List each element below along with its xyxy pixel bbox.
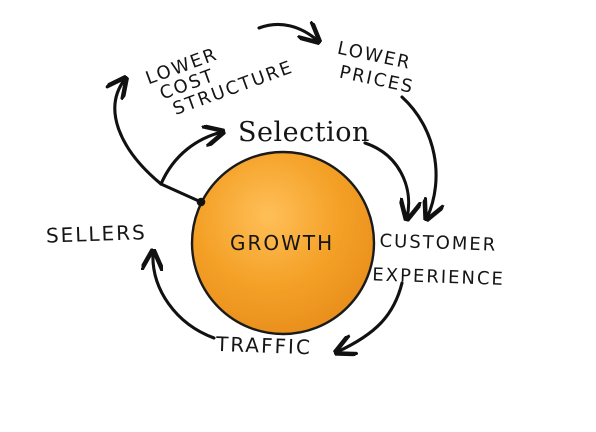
growth-label: GROWTH (230, 231, 334, 255)
sellers-label: SELLERS (46, 220, 148, 248)
arrow-sellers-to-lower-cost (115, 79, 163, 186)
selection-label: Selection (238, 117, 370, 148)
growth-circle (190, 150, 376, 336)
lower-prices-label: LOWER PRICES (331, 38, 421, 98)
lower-cost-structure-label: LOWER COST STRUCTURE (143, 21, 296, 125)
arrow-selection-to-customer-experience (363, 141, 409, 218)
connector-dot (196, 197, 206, 207)
arrow-lower-cost-to-lower-prices (257, 24, 318, 41)
arrow-lower-prices-to-customer-experience (400, 95, 436, 218)
traffic-label: TRAFFIC (215, 332, 313, 359)
arrow-traffic-to-sellers (153, 252, 216, 340)
customer-experience-label: CUSTOMER EXPERIENCE (372, 230, 506, 290)
arrow-sellers-to-selection (159, 132, 222, 186)
connector-sellers-to-growth (159, 182, 203, 204)
arrow-customer-experience-to-traffic (337, 281, 404, 352)
